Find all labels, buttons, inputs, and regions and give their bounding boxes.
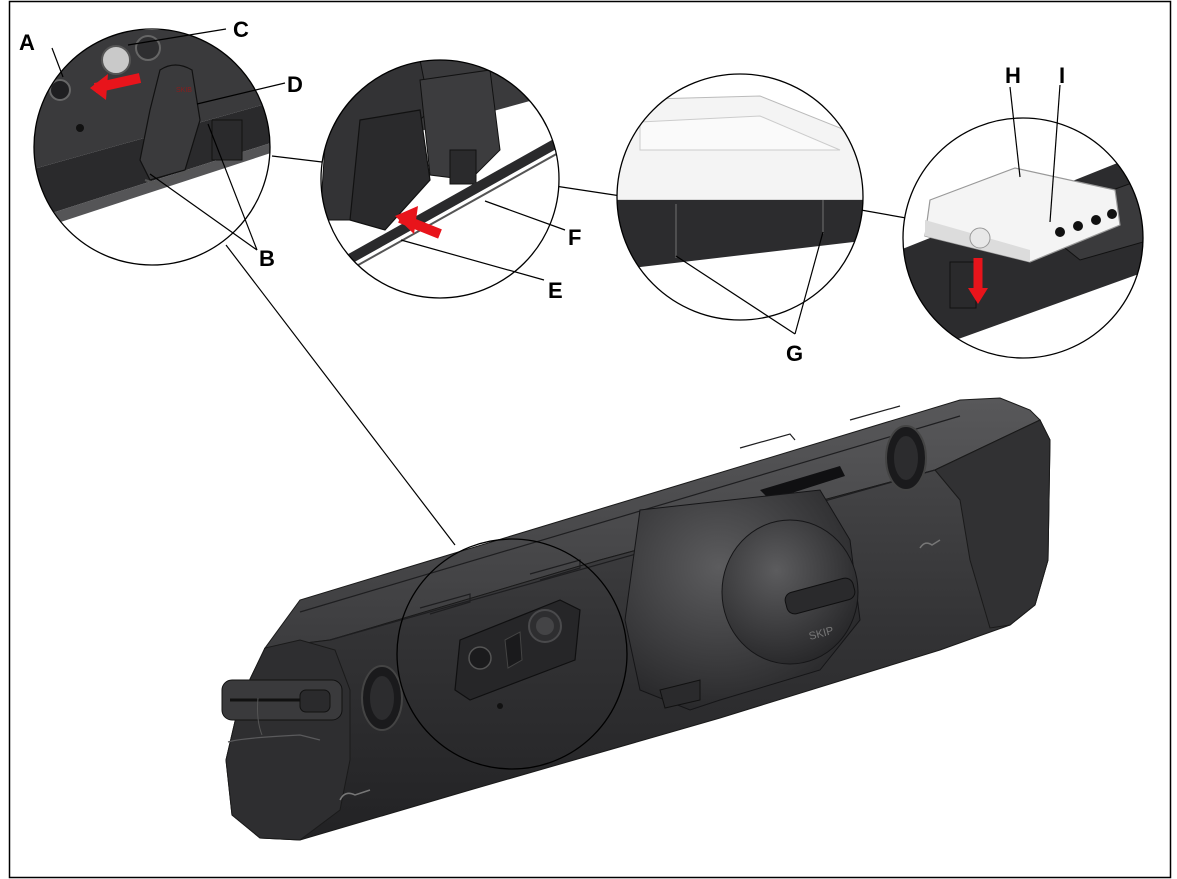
figure-border: [8, 0, 1172, 879]
svg-text:SKIB: SKIB: [176, 87, 192, 94]
label-f: F: [568, 225, 581, 250]
label-d: D: [287, 72, 303, 97]
detail-4: [902, 84, 1144, 359]
label-i: I: [1059, 63, 1065, 88]
detail-1: SKIB: [33, 28, 286, 266]
detail-3: [616, 73, 864, 335]
label-h: H: [1005, 63, 1021, 88]
label-e: E: [548, 278, 563, 303]
detail-2: [320, 59, 566, 299]
label-g: G: [786, 341, 803, 366]
label-c: C: [233, 17, 249, 42]
label-b: B: [259, 246, 275, 271]
connector-lines: [225, 155, 907, 546]
label-a: A: [19, 30, 35, 55]
device-main: SKIP: [221, 397, 1051, 841]
device-detail-ring: [396, 538, 628, 770]
